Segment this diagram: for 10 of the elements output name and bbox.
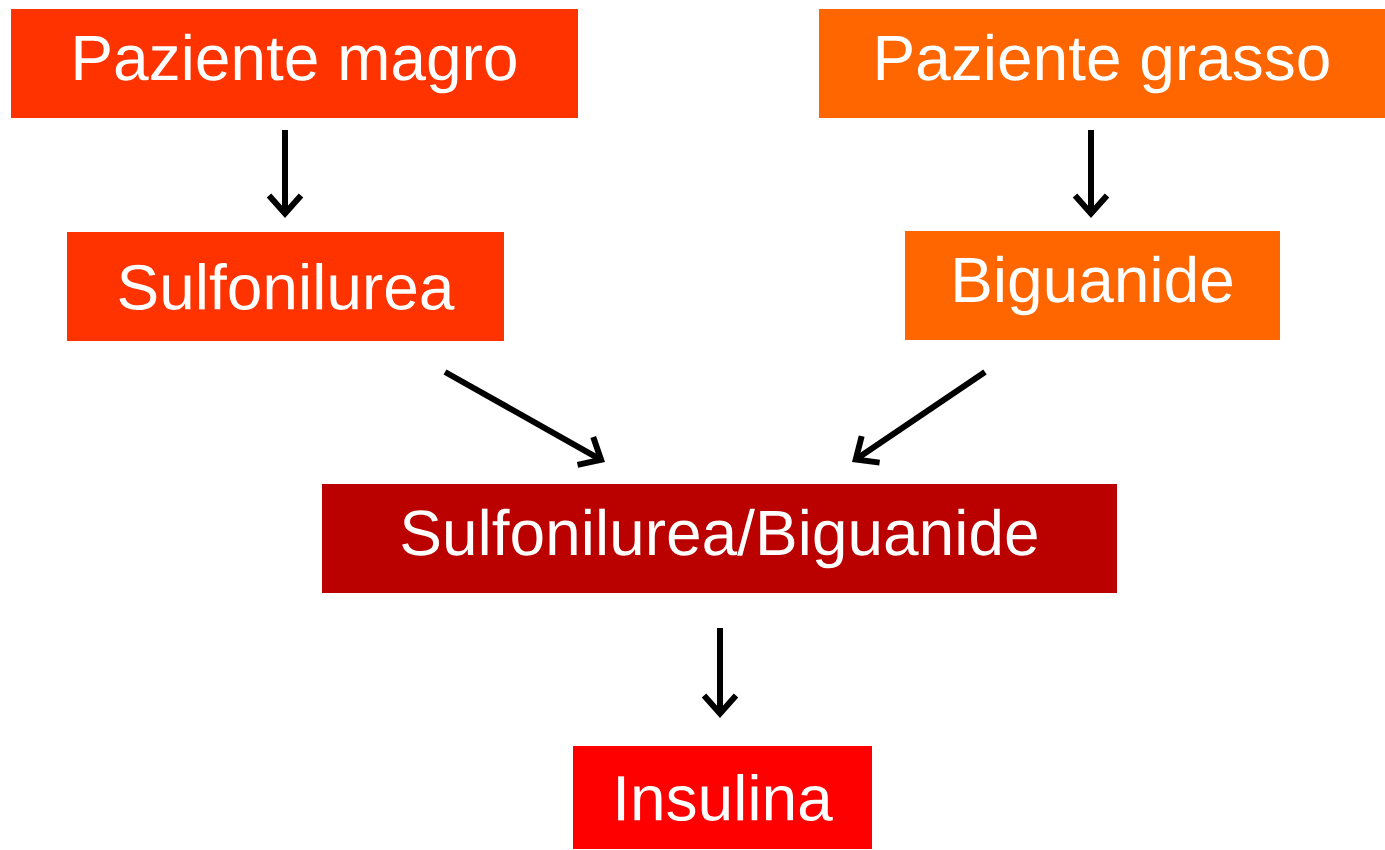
process-box: Insulina (573, 746, 872, 849)
arrow (1072, 130, 1110, 218)
process-box: Sulfonilurea/Biguanide (322, 484, 1117, 593)
arrow (266, 130, 304, 218)
arrow (852, 369, 987, 466)
process-box: Paziente grasso (819, 9, 1385, 118)
process-box: Paziente magro (11, 9, 578, 118)
process-box: Biguanide (905, 231, 1280, 340)
arrow (443, 369, 605, 468)
process-box: Sulfonilurea (67, 232, 504, 341)
